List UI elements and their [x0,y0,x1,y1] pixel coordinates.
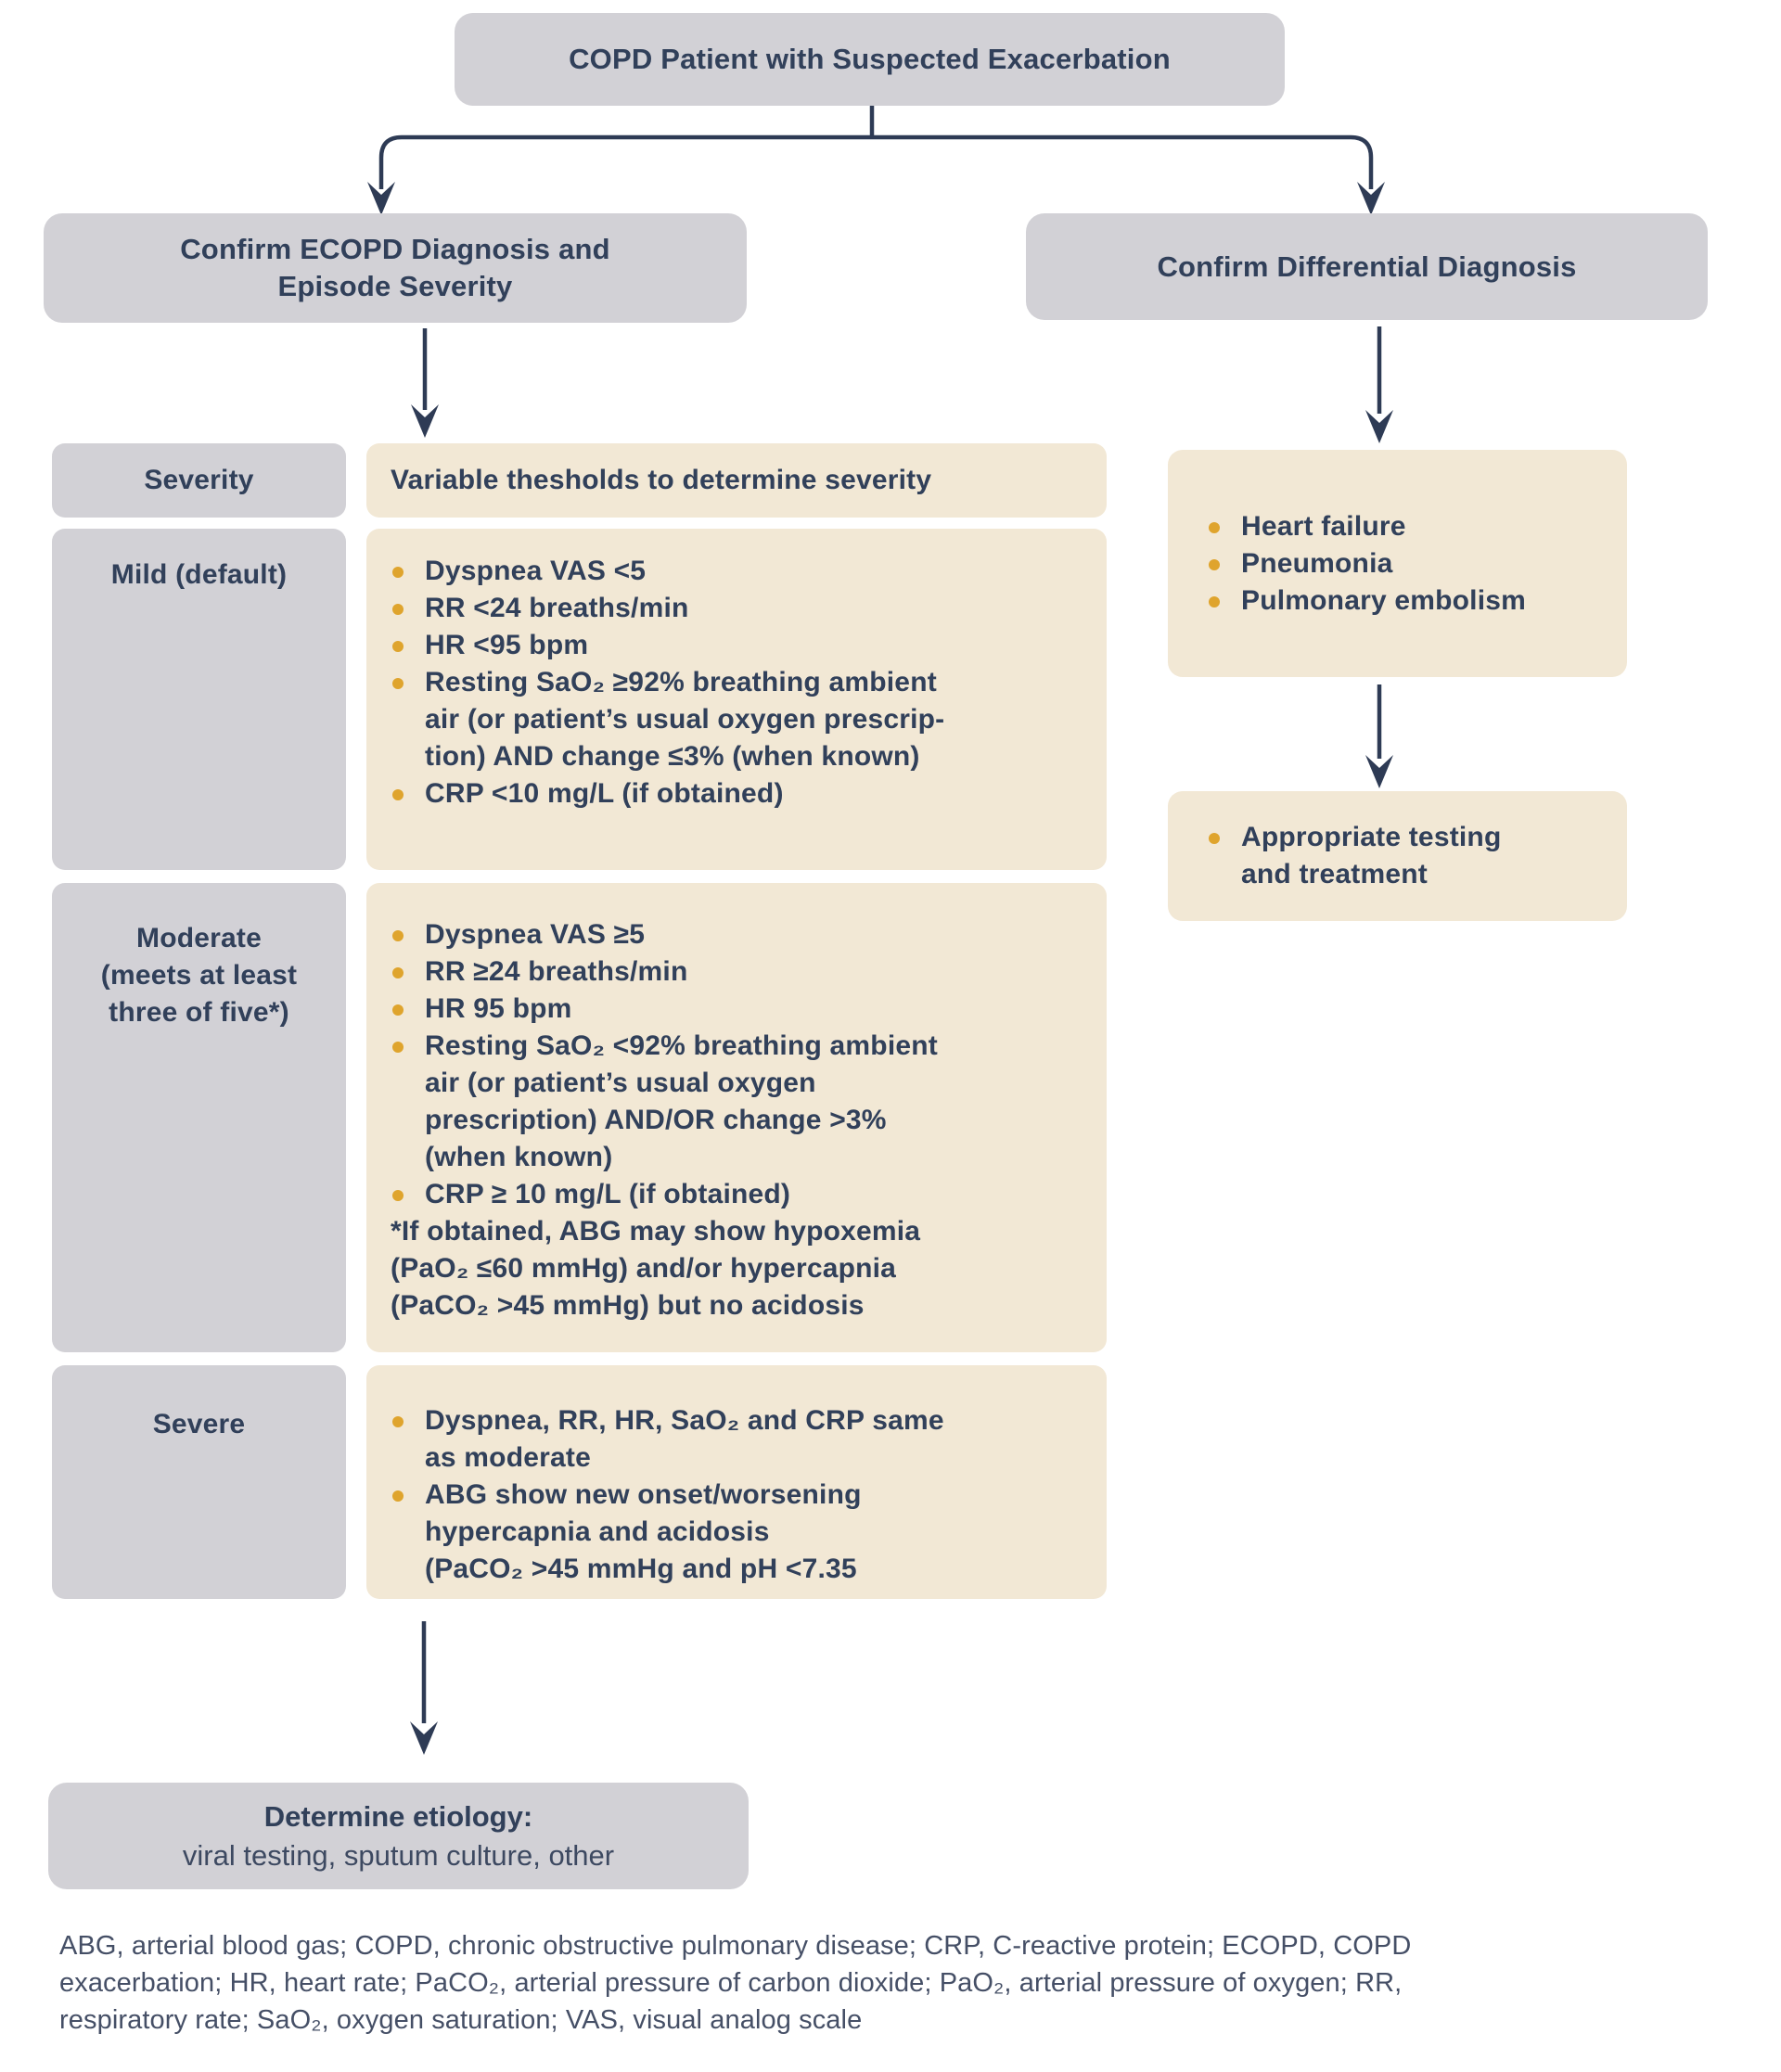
thresholds-header-cell: Variable thesholds to determine severity [366,443,1107,518]
arrowhead-left-to-table [411,404,439,438]
list-item: CRP ≥ 10 mg/L (if obtained) [391,1176,1088,1213]
list-item: HR <95 bpm [391,627,1088,664]
appropriate-testing-box: Appropriate testing and treatment [1168,791,1627,921]
list-item: Dyspnea, RR, HR, SaO₂ and CRP same as mo… [391,1402,1088,1477]
branch-split-line [378,134,1374,189]
list-item: RR <24 breaths/min [391,590,1088,627]
list-item: HR 95 bpm [391,991,1088,1028]
arrowhead-differential-to-testing [1365,755,1393,788]
arrowhead-left-branch [367,182,395,215]
list-item: RR ≥24 breaths/min [391,953,1088,991]
severe-criteria-cell: Dyspnea, RR, HR, SaO₂ and CRP same as mo… [366,1365,1107,1599]
abbreviations-footnote: ABG, arterial blood gas; COPD, chronic o… [59,1931,1412,2035]
confirm-differential-label: Confirm Differential Diagnosis [1157,249,1577,283]
root-node: COPD Patient with Suspected Exacerbation [455,13,1285,106]
list-item: Dyspnea VAS <5 [391,553,1088,590]
moderate-criteria-list: Dyspnea VAS ≥5 RR ≥24 breaths/min HR 95 … [391,916,1088,1213]
differential-diagnoses-box: Heart failure Pneumonia Pulmonary emboli… [1168,450,1627,677]
list-item: Appropriate testing and treatment [1207,819,1627,893]
confirm-differential-node: Confirm Differential Diagnosis [1026,213,1708,320]
determine-etiology-subtitle: viral testing, sputum culture, other [182,1838,615,1872]
arrowhead-table-to-etiology [410,1721,438,1755]
list-item: Pneumonia [1207,545,1627,582]
moderate-criteria-cell: Dyspnea VAS ≥5 RR ≥24 breaths/min HR 95 … [366,883,1107,1352]
severity-header-label: Severity [144,465,254,495]
mild-criteria-list: Dyspnea VAS <5 RR <24 breaths/min HR <95… [391,553,1088,812]
mild-severity-label: Mild (default) [110,559,288,590]
mild-severity-cell: Mild (default) [52,529,346,870]
severe-severity-cell: Severe [52,1365,346,1599]
confirm-ecopd-label: Confirm ECOPD Diagnosis and Episode Seve… [180,233,610,302]
severe-criteria-list: Dyspnea, RR, HR, SaO₂ and CRP same as mo… [391,1402,1088,1588]
list-item: Pulmonary embolism [1207,582,1627,620]
list-item: Resting SaO₂ ≥92% breathing ambient air … [391,664,1088,775]
determine-etiology-node: Determine etiology: viral testing, sputu… [48,1783,749,1889]
arrowhead-right-to-differential [1365,410,1393,443]
appropriate-testing-list: Appropriate testing and treatment [1207,819,1627,893]
arrowhead-right-branch [1357,182,1385,215]
differential-diagnoses-list: Heart failure Pneumonia Pulmonary emboli… [1207,508,1627,620]
thresholds-header-label: Variable thesholds to determine severity [391,465,932,495]
moderate-severity-label: Moderate (meets at least three of five*) [100,923,298,1028]
severe-severity-label: Severe [152,1409,246,1439]
mild-criteria-cell: Dyspnea VAS <5 RR <24 breaths/min HR <95… [366,529,1107,870]
confirm-ecopd-node: Confirm ECOPD Diagnosis and Episode Seve… [44,213,747,323]
list-item: CRP <10 mg/L (if obtained) [391,775,1088,812]
list-item: Resting SaO₂ <92% breathing ambient air … [391,1028,1088,1176]
list-item: ABG show new onset/worsening hypercapnia… [391,1477,1088,1588]
moderate-severity-cell: Moderate (meets at least three of five*) [52,883,346,1352]
determine-etiology-title: Determine etiology: [263,1799,533,1833]
root-node-label: COPD Patient with Suspected Exacerbation [569,43,1171,75]
severity-header-cell: Severity [52,443,346,518]
list-item: Dyspnea VAS ≥5 [391,916,1088,953]
list-item: Heart failure [1207,508,1627,545]
moderate-abg-footnote: *If obtained, ABG may show hypoxemia (Pa… [391,1216,921,1321]
